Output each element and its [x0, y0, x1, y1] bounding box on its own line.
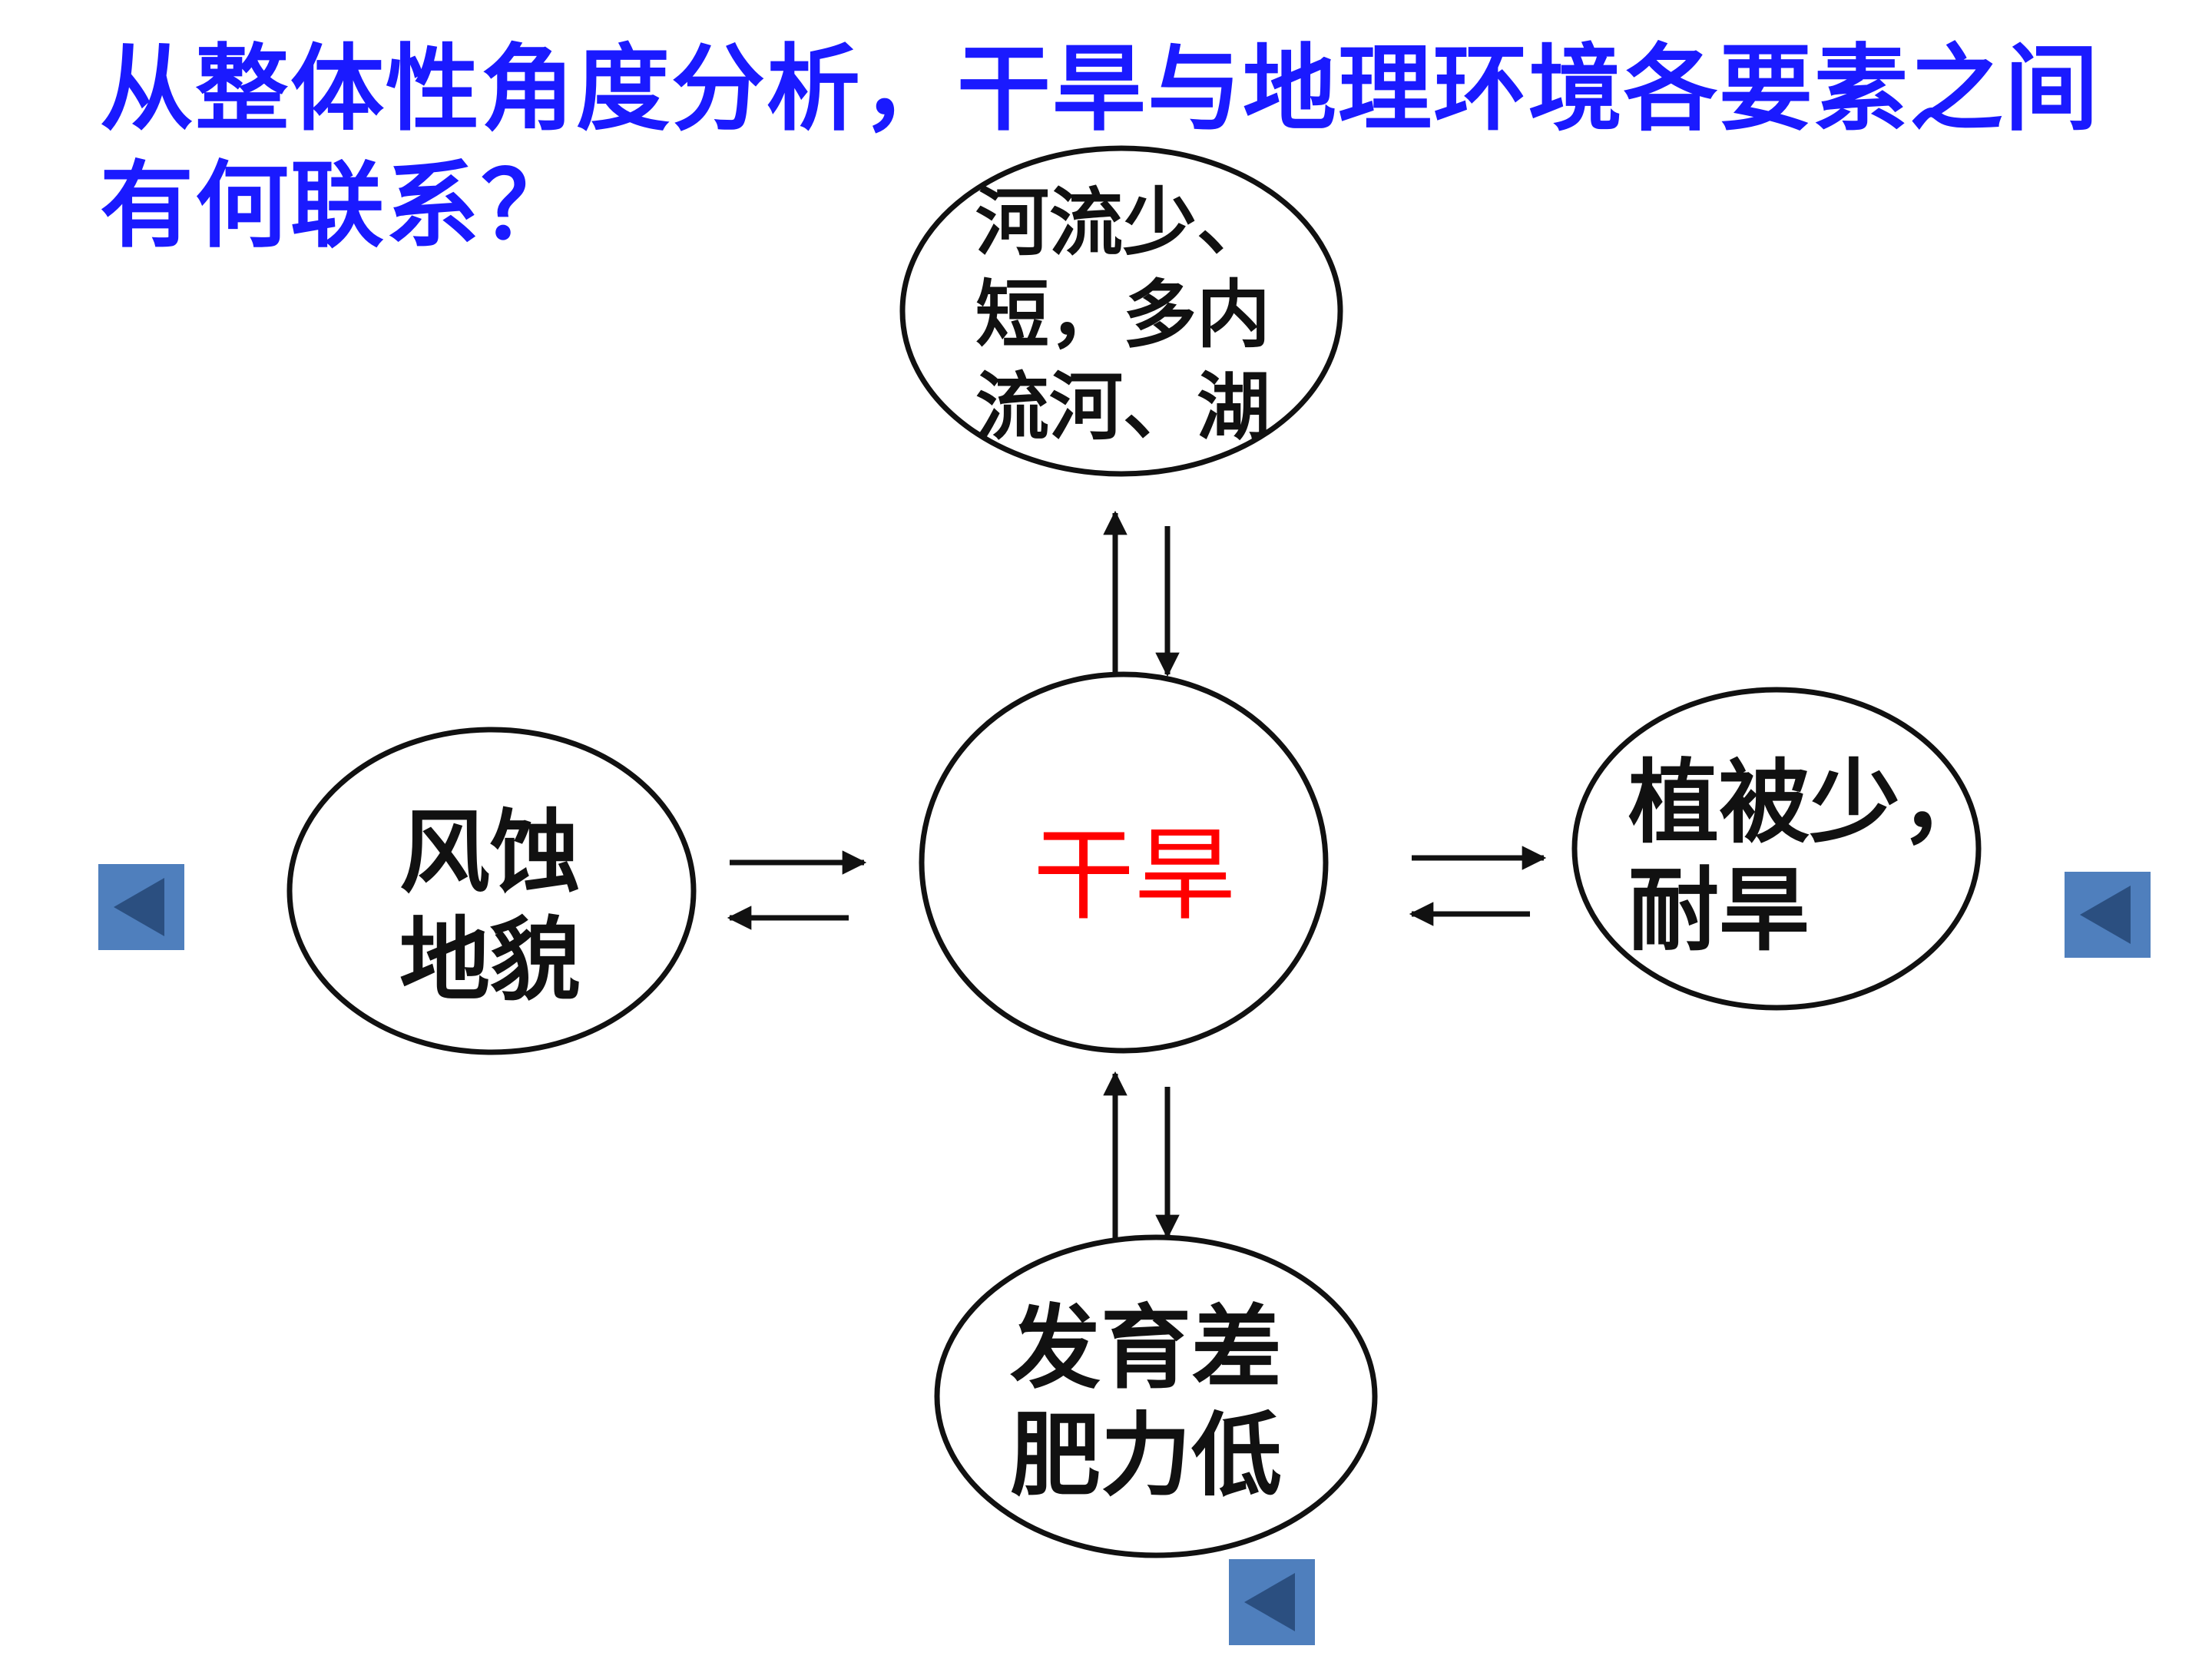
back-arrow-icon — [2080, 886, 2131, 944]
node-bottom-line-2: 肥力低 — [1010, 1402, 1283, 1508]
node-center-ellipse — [919, 671, 1329, 1054]
node-top-label: 河流少、 短，多内 流河、湖 — [975, 177, 1270, 453]
back-button-left[interactable] — [98, 864, 184, 950]
node-top-line-3: 流河、湖 — [975, 364, 1270, 450]
node-center-label: 干旱 — [1033, 818, 1236, 933]
node-top-line-2: 短，多内 — [975, 272, 1270, 358]
node-left-label: 风蚀 地貌 — [399, 799, 581, 1014]
node-left-line-2: 地貌 — [399, 907, 581, 1013]
back-arrow-icon — [114, 878, 164, 936]
node-top-line-1: 河流少、 — [975, 180, 1270, 266]
node-left-ellipse — [286, 727, 697, 1055]
back-button-bottom[interactable] — [1229, 1559, 1315, 1645]
question-title: 从整体性角度分析，干旱与地理环境各要素之间 有何联系？ — [100, 31, 2189, 264]
node-right-line-1: 植被少， — [1628, 750, 1992, 856]
node-right-ellipse — [1571, 687, 1982, 1011]
node-bottom-line-1: 发育差 — [1010, 1295, 1283, 1401]
node-right-label: 植被少， 耐旱 — [1628, 749, 1991, 964]
node-top-ellipse — [899, 145, 1343, 477]
node-bottom-label: 发育差 肥力低 — [1010, 1294, 1282, 1509]
title-line-1: 从整体性角度分析，干旱与地理环境各要素之间 — [100, 35, 2100, 144]
node-right-line-2: 耐旱 — [1628, 857, 1810, 963]
back-arrow-icon — [1244, 1573, 1295, 1631]
title-line-2: 有何联系？ — [100, 151, 576, 260]
node-left-line-1: 风蚀 — [399, 800, 581, 906]
back-button-right[interactable] — [2065, 872, 2151, 958]
node-center-line-1: 干旱 — [1033, 816, 1236, 935]
